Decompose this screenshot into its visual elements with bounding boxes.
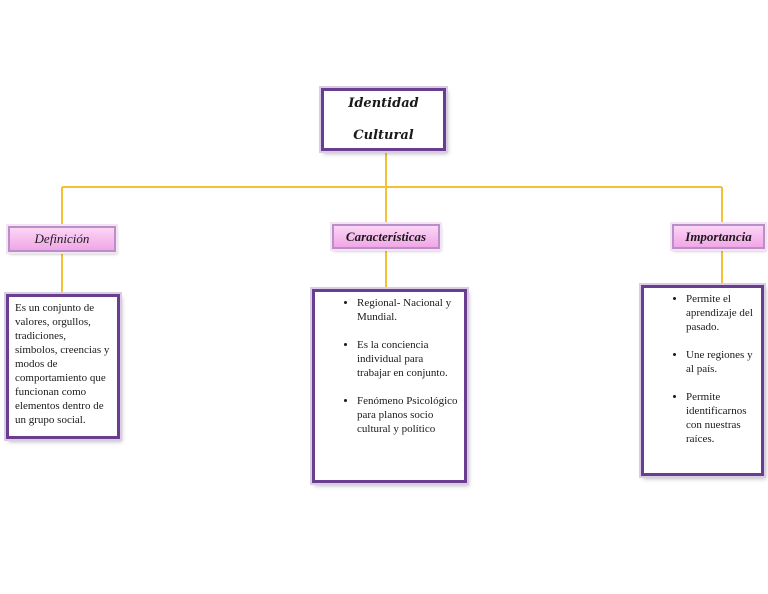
label-importancia: Importancia (672, 224, 765, 249)
label-caracteristicas: Características (332, 224, 440, 249)
list-item: Regional- Nacional y Mundial. (357, 296, 458, 324)
caracteristicas-box: Regional- Nacional y Mundial. Es la conc… (312, 289, 467, 483)
definicion-box: Es un conjunto de valores, orgullos, tra… (6, 294, 120, 439)
list-item: Permite identificarnos con nuestras raíc… (686, 390, 755, 446)
list-item: Une regiones y al país. (686, 348, 755, 376)
title-line-1: Identidad (348, 95, 419, 111)
title-line-2: Cultural (353, 127, 414, 143)
list-item: Fenómeno Psicológico para planos socio c… (357, 394, 458, 436)
list-item: Permite el aprendizaje del pasado. (686, 292, 755, 334)
list-item: Es la conciencia individual para trabaja… (357, 338, 458, 380)
importancia-box: Permite el aprendizaje del pasado. Une r… (641, 285, 764, 476)
caracteristicas-list: Regional- Nacional y Mundial. Es la conc… (323, 296, 458, 436)
title-node: Identidad Cultural (321, 88, 446, 151)
importancia-list: Permite el aprendizaje del pasado. Une r… (652, 292, 755, 446)
label-definicion: Definición (8, 226, 116, 252)
definicion-text: Es un conjunto de valores, orgullos, tra… (15, 302, 110, 426)
